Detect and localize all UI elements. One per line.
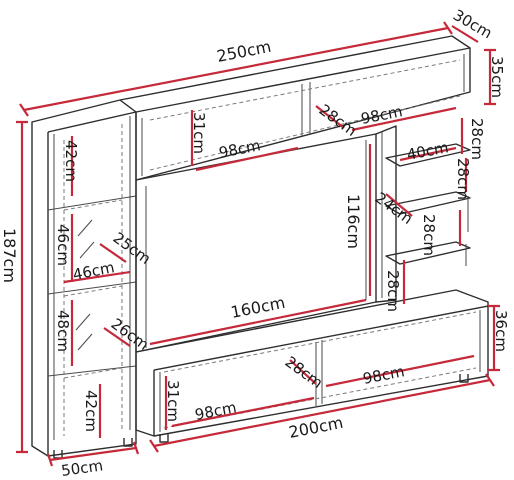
label-tv-height: 116cm (344, 194, 363, 249)
floating-shelf-1 (385, 143, 471, 167)
top-bridge-front-top (135, 47, 471, 113)
dim-ticks-base-width (149, 373, 495, 453)
label-base-depth: 28cm (282, 353, 327, 392)
label-shelf-depth: 24cm (372, 189, 417, 228)
tv-opening-inner-edges (145, 140, 367, 348)
left-tower-top-edge (47, 111, 137, 133)
label-shelf-gap-2: 28cm (420, 214, 438, 256)
base-unit-feet (159, 374, 469, 443)
floating-shelf-2 (385, 191, 471, 215)
label-shelf-gap-3: 28cm (384, 270, 402, 312)
top-bridge-hidden-lines (149, 59, 461, 171)
dim-line-shelf-depth (385, 193, 413, 217)
label-tower-glass-height-2: 48cm (54, 310, 72, 352)
dimension-lines (16, 21, 500, 467)
dim-ticks-top-height (484, 48, 496, 106)
top-bridge-divider (301, 82, 311, 136)
glass-reflection-bottom (75, 313, 93, 351)
label-top-comp-width-right: 98cm (359, 102, 404, 128)
dim-line-shelf-width (399, 146, 457, 162)
dim-line-total-width (23, 26, 449, 112)
label-base-comp-height: 31cm (164, 380, 182, 422)
label-base-comp-width-right: 98cm (361, 362, 406, 388)
label-shelf-gap-top: 28cm (468, 118, 486, 160)
dim-line-top-depth (315, 105, 345, 129)
top-bridge-outline (119, 35, 471, 181)
label-shelf-width: 40cm (405, 138, 450, 164)
dim-ticks-total-height (16, 120, 28, 454)
label-tower-depth-25: 25cm (110, 229, 155, 268)
tv-opening-outline (135, 133, 377, 353)
label-total-height: 187cm (0, 228, 19, 283)
dim-ticks-total-width (19, 21, 453, 117)
label-base-height: 36cm (492, 310, 510, 352)
label-tower-width: 50cm (60, 456, 104, 480)
label-total-width: 250cm (215, 37, 273, 66)
dim-line-base-comp-width-right (325, 354, 475, 388)
dim-line-base-width (153, 378, 491, 448)
dim-line-top-comp-width-right (351, 106, 457, 132)
top-bridge-inner-edges (141, 54, 465, 176)
label-top-depth: 28cm (316, 101, 361, 140)
dim-line-tower-depth-26 (103, 327, 131, 347)
floating-shelf-3 (385, 241, 471, 265)
dim-line-base-depth (289, 359, 317, 385)
dim-line-total-depth (451, 25, 479, 43)
label-shelf-gap-1: 28cm (454, 158, 472, 200)
dim-ticks-base-height (488, 304, 500, 372)
dim-ticks-tower-width (46, 441, 140, 467)
label-top-comp-height: 31cm (190, 112, 208, 154)
base-unit-front-top (153, 305, 489, 371)
label-tower-inner-width: 46cm (71, 258, 116, 284)
base-unit-divider (315, 340, 323, 406)
label-total-depth: 30cm (450, 6, 495, 43)
right-side-panel (375, 125, 397, 303)
left-tower-hidden-lines (63, 124, 123, 436)
dim-line-tower-width (49, 446, 137, 462)
label-tower-bottom-height: 42cm (82, 390, 100, 432)
dim-line-tower-inner-width (63, 270, 131, 284)
label-tower-glass-height: 46cm (54, 224, 72, 266)
glass-reflection-top (77, 219, 95, 259)
dim-line-base-comp-width-left (171, 396, 315, 428)
label-base-comp-width-left: 98cm (193, 398, 238, 424)
label-top-height: 35cm (488, 56, 506, 98)
dim-line-tower-depth-25 (99, 243, 127, 263)
dim-line-tv-width (149, 298, 367, 346)
dim-line-top-comp-width-left (195, 146, 299, 172)
label-tower-top-height: 42cm (62, 140, 80, 182)
base-unit-inner-edges (159, 310, 481, 432)
